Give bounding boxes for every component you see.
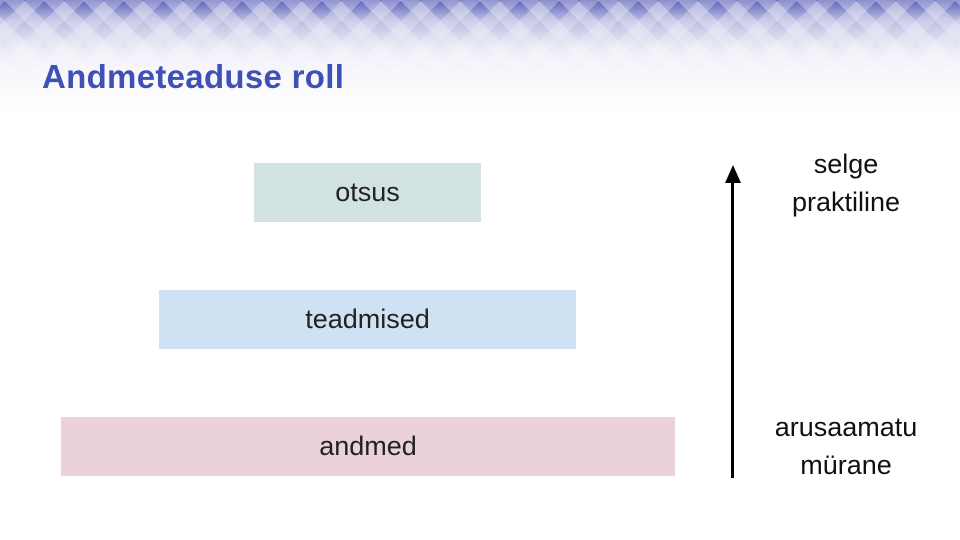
level-teadmised: teadmised <box>159 290 576 349</box>
bottom-label: arusaamatu mürane <box>746 408 946 484</box>
slide-title: Andmeteaduse roll <box>42 58 345 95</box>
top-label-line2: praktiline <box>791 187 901 217</box>
level-andmed: andmed <box>61 417 675 476</box>
bottom-label-line1: arusaamatu <box>774 412 918 442</box>
arrow-shaft <box>731 180 734 478</box>
level-otsus: otsus <box>254 163 481 222</box>
bottom-label-line2: mürane <box>800 450 892 480</box>
header-pattern <box>0 0 960 115</box>
top-label-line1: selge <box>813 149 879 179</box>
top-label: selge praktiline <box>746 145 946 221</box>
arrow-up-icon <box>725 165 741 183</box>
